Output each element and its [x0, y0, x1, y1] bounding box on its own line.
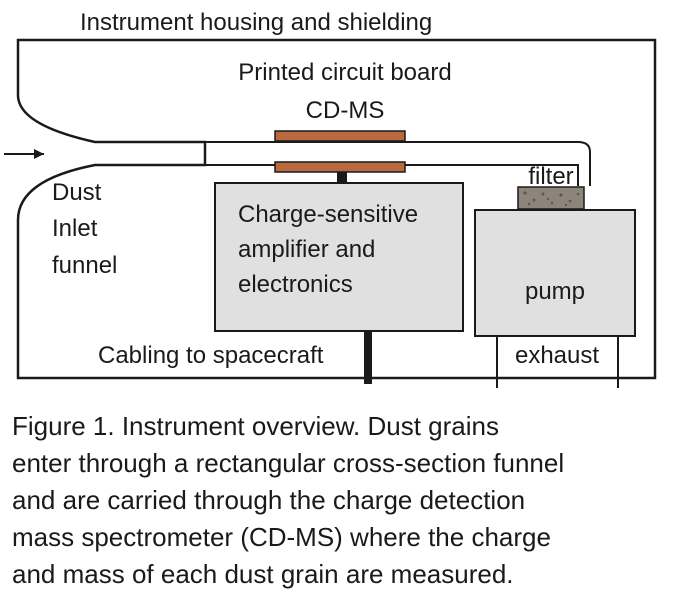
pump-box	[474, 209, 636, 337]
caption-line: and mass of each dust grain are measured…	[12, 559, 514, 589]
figure-caption: Figure 1. Instrument overview. Dust grai…	[12, 408, 682, 593]
cabling-label: Cabling to spacecraft	[98, 342, 324, 369]
caption-line: mass spectrometer (CD-MS) where the char…	[12, 522, 551, 552]
pcb-connector	[337, 172, 347, 184]
dust-inlet-label-2: Inlet	[52, 215, 98, 242]
caption-line: enter through a rectangular cross-sectio…	[12, 448, 565, 478]
cable	[364, 331, 372, 384]
pcb-plate-bottom	[274, 161, 406, 173]
filter-block	[517, 186, 585, 210]
amplifier-label-3: electronics	[238, 271, 353, 298]
filter-label: filter	[528, 163, 573, 190]
pump-label: pump	[525, 278, 585, 305]
housing-label: Instrument housing and shielding	[80, 9, 432, 36]
amplifier-label-1: Charge-sensitive	[238, 201, 418, 228]
caption-line: and are carried through the charge detec…	[12, 485, 526, 515]
exhaust-label: exhaust	[515, 342, 599, 369]
electronics-box	[214, 182, 464, 332]
dust-inlet-label-1: Dust	[52, 179, 102, 206]
instrument-diagram: Instrument housing and shielding Printed…	[4, 9, 657, 388]
cdms-label: CD-MS	[306, 97, 385, 124]
pcb-label: Printed circuit board	[238, 59, 451, 86]
filter-texture	[523, 191, 580, 207]
dust-inlet-label-3: funnel	[52, 252, 117, 279]
pcb-plate-top	[274, 130, 406, 142]
inlet-arrow	[4, 149, 44, 159]
caption-line: Figure 1. Instrument overview. Dust grai…	[12, 411, 499, 441]
amplifier-label-2: amplifier and	[238, 236, 375, 263]
